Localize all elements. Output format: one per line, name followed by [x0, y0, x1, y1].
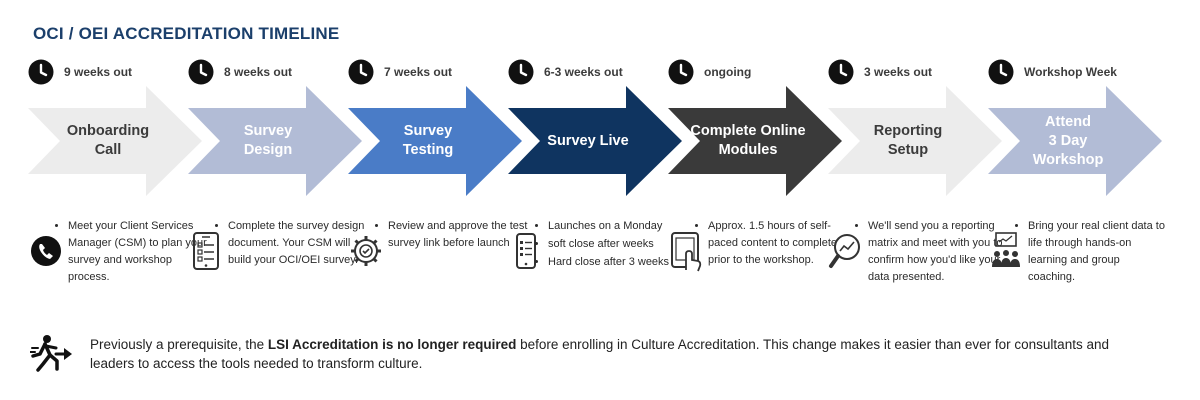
- step-bullet-list: Bring your real client data to life thro…: [1010, 218, 1168, 287]
- step-arrow: [28, 86, 202, 196]
- step-description: Launches on a Mondaysoft close after wee…: [508, 218, 683, 328]
- tablet-touch-icon: [671, 232, 702, 272]
- step-bullet-list: We'll send you a reporting matrix and me…: [850, 218, 1008, 287]
- step-time-header: Workshop Week: [988, 58, 1117, 86]
- step-arrow: [348, 86, 522, 196]
- footer-text: Previously a prerequisite, the LSI Accre…: [90, 335, 1150, 373]
- step-description: Approx. 1.5 hours of self-paced content …: [668, 218, 843, 328]
- step-time-label: 7 weeks out: [384, 65, 453, 79]
- step-bullet: Hard close after 3 weeks: [548, 254, 688, 271]
- step-title: Onboarding Call: [66, 123, 150, 158]
- phone-icon: [31, 236, 61, 266]
- step-time-label: Workshop Week: [1024, 65, 1117, 79]
- step-arrow: [988, 86, 1162, 196]
- step-time-label: 9 weeks out: [64, 65, 133, 79]
- clock-icon: [188, 59, 214, 85]
- gear-check-icon: [351, 236, 381, 266]
- footer-note: Previously a prerequisite, the LSI Accre…: [30, 332, 1170, 376]
- step-title: Reporting Setup: [873, 123, 943, 158]
- step-time-label: 8 weeks out: [224, 65, 293, 79]
- step-title: Complete Online Modules: [690, 123, 806, 158]
- step-bullet-list: Approx. 1.5 hours of self-paced content …: [690, 218, 848, 270]
- step-arrow: [508, 86, 682, 196]
- step-description: Complete the survey design document. You…: [188, 218, 364, 328]
- step-title: Survey Design: [243, 123, 293, 158]
- step-time-label: 3 weeks out: [864, 65, 933, 79]
- step-arrow: [668, 86, 842, 196]
- step-bullet-list: Complete the survey design document. You…: [210, 218, 368, 270]
- step-time-header: 8 weeks out: [188, 58, 292, 86]
- step-arrow-shape: [668, 86, 842, 196]
- step-arrow: [828, 86, 1002, 196]
- step-bullet: Complete the survey design document. You…: [228, 218, 368, 269]
- step-arrow-shape: [988, 86, 1162, 196]
- step-arrow-shape: [28, 86, 202, 196]
- step-description: Bring your real client data to life thro…: [988, 218, 1165, 328]
- step-arrow: [188, 86, 362, 196]
- step-arrow-shape: [508, 86, 682, 196]
- step-bullet-list: Review and approve the test survey link …: [370, 218, 528, 253]
- clock-icon: [988, 59, 1014, 85]
- step-time-header: 3 weeks out: [828, 58, 932, 86]
- clock-icon: [28, 59, 54, 85]
- step-time-label: ongoing: [704, 65, 752, 79]
- clock-icon: [828, 59, 854, 85]
- page-title: OCI / OEI ACCREDITATION TIMELINE: [33, 24, 340, 43]
- mobile-survey-icon: [516, 233, 536, 269]
- step-bullet: Approx. 1.5 hours of self-paced content …: [708, 218, 848, 269]
- step-arrow-shape: [828, 86, 1002, 196]
- runner-exit-icon: [30, 335, 72, 372]
- step-description: We'll send you a reporting matrix and me…: [828, 218, 1003, 328]
- step-bullet: We'll send you a reporting matrix and me…: [868, 218, 1008, 286]
- step-arrow-shape: [348, 86, 522, 196]
- step-bullet: Review and approve the test survey link …: [388, 218, 528, 252]
- step-bullet: Launches on a Monday: [548, 218, 688, 235]
- footer-text-after: before enrolling in Culture Accreditatio…: [90, 337, 1109, 371]
- step-time-header: 7 weeks out: [348, 58, 452, 86]
- clock-icon: [348, 59, 374, 85]
- step-time-header: 9 weeks out: [28, 58, 132, 86]
- clock-icon: [668, 59, 694, 85]
- footer-text-before: Previously a prerequisite, the: [90, 337, 268, 352]
- footer-text-bold: LSI Accreditation is no longer required: [267, 337, 517, 352]
- step-time-label: 6-3 weeks out: [544, 65, 623, 79]
- step-time-header: 6-3 weeks out: [508, 58, 623, 86]
- step-title: Survey Live: [547, 132, 629, 149]
- step-bullet: Bring your real client data to life thro…: [1028, 218, 1168, 286]
- step-description: Review and approve the test survey link …: [348, 218, 527, 328]
- step-arrow-shape: [188, 86, 362, 196]
- group-presentation-icon: [992, 232, 1020, 267]
- step-bullet: Meet your Client Services Manager (CSM) …: [68, 218, 208, 286]
- magnifier-chart-icon: [829, 234, 860, 268]
- step-description: Meet your Client Services Manager (CSM) …: [28, 218, 207, 328]
- step-bullet-list: Launches on a Mondaysoft close after wee…: [530, 218, 688, 272]
- step-title: Survey Testing: [402, 123, 454, 158]
- clock-icon: [508, 59, 534, 85]
- step-time-header: ongoing: [668, 58, 751, 86]
- step-bullet-list: Meet your Client Services Manager (CSM) …: [50, 218, 208, 287]
- tablet-checklist-icon: [193, 232, 219, 270]
- step-title: Attend 3 Day Workshop: [1032, 113, 1104, 168]
- step-bullet: soft close after weeks: [548, 236, 688, 253]
